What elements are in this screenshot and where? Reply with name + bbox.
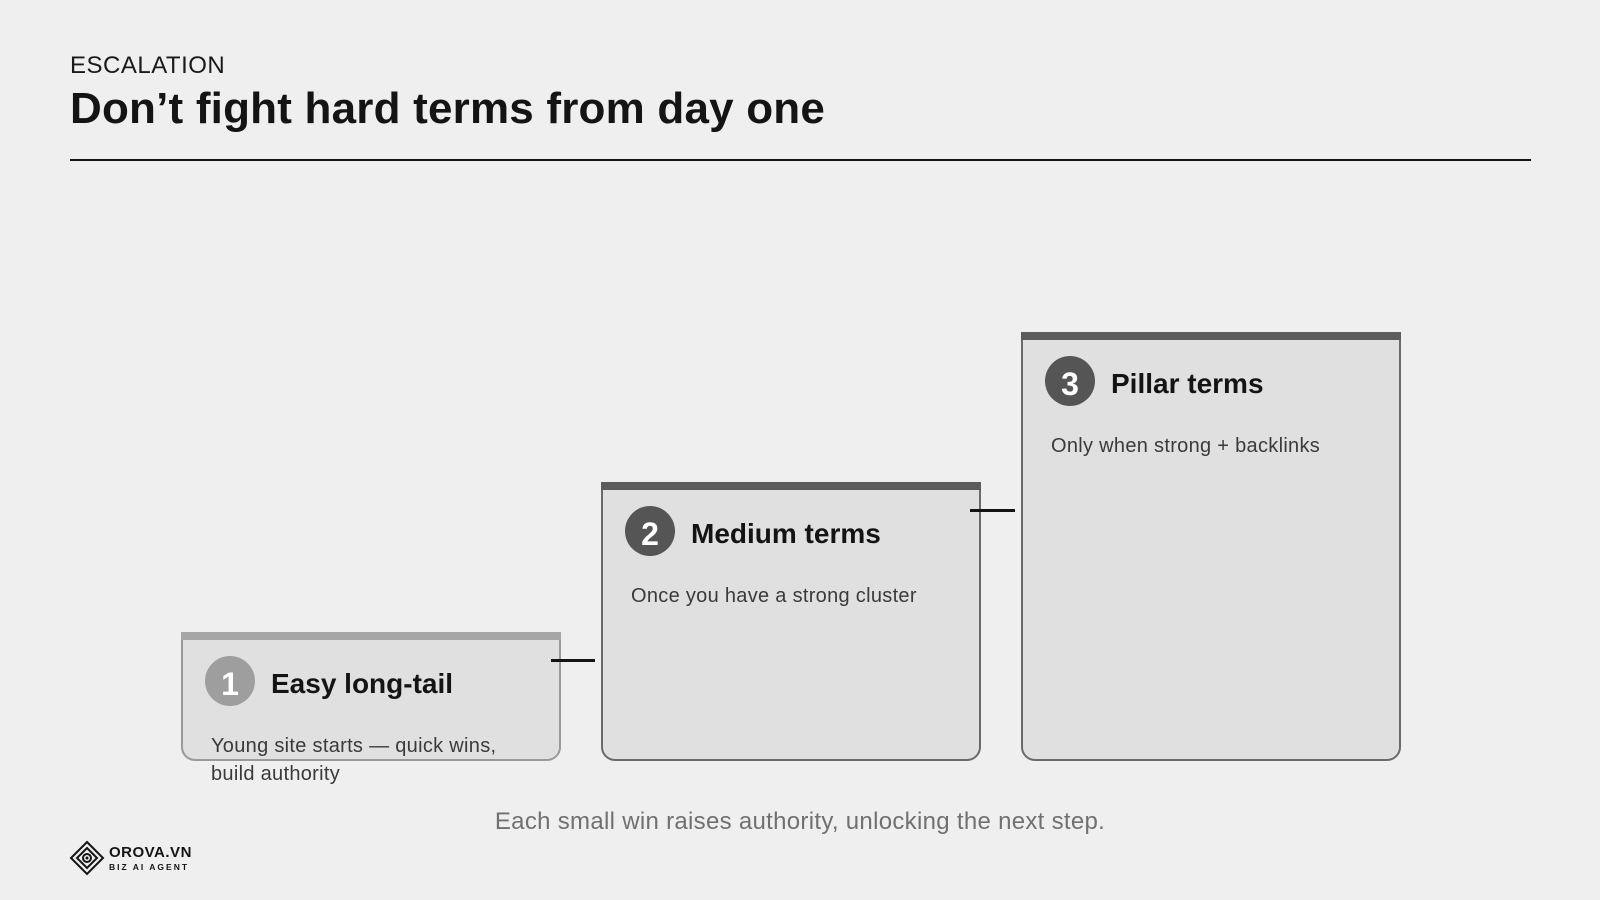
brand-tagline: BIZ AI AGENT (109, 861, 190, 872)
connector-2-3 (970, 509, 1015, 512)
step-1-top-bar (181, 632, 561, 640)
brand-name: OROVA.VN (109, 843, 192, 861)
connector-1-2 (551, 659, 595, 662)
step-3-top-bar (1021, 332, 1401, 340)
orova-logo-icon (69, 840, 105, 876)
step-card-2: 2 Medium terms Once you have a strong cl… (601, 482, 981, 761)
step-2-number-badge: 2 (625, 506, 675, 556)
step-2-title: Medium terms (691, 518, 881, 549)
eyebrow-label: ESCALATION (70, 52, 226, 79)
step-card-3: 3 Pillar terms Only when strong + backli… (1021, 332, 1401, 761)
page-title: Don’t fight hard terms from day one (70, 84, 826, 133)
step-3-description: Only when strong + backlinks (1051, 435, 1321, 457)
step-3-number-badge: 3 (1045, 356, 1095, 406)
step-card-1: 1 Easy long-tail Young site starts — qui… (181, 632, 561, 785)
step-2-top-bar (601, 482, 981, 490)
step-1-number-badge: 1 (205, 656, 255, 706)
footer-caption: Each small win raises authority, unlocki… (494, 808, 1106, 835)
brand-logo: OROVA.VN BIZ AI AGENT (69, 840, 192, 876)
step-1-title: Easy long-tail (271, 668, 454, 699)
title-divider (70, 159, 1531, 161)
step-2-description: Once you have a strong cluster (631, 585, 917, 607)
step-1-description: Young site starts — quick wins, build au… (211, 735, 497, 785)
step-3-title: Pillar terms (1111, 368, 1264, 399)
